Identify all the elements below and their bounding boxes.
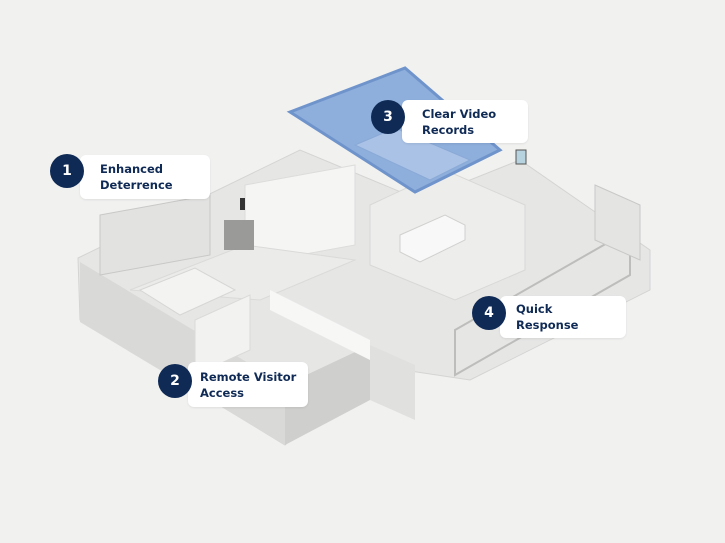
garage-car xyxy=(353,127,472,181)
callout-label: Enhanced xyxy=(100,162,164,176)
control-panel xyxy=(515,149,527,165)
callout-number-badge: 4 xyxy=(472,296,506,330)
interior-wall xyxy=(270,290,370,360)
window-glass xyxy=(99,194,211,276)
callout-label: Quick Response xyxy=(516,302,579,332)
callout-card: Quick Response xyxy=(500,296,626,338)
interior-wall xyxy=(194,294,251,376)
callout-label: Clear Video xyxy=(422,106,497,121)
doorbell-camera xyxy=(240,198,245,210)
callout-label: Access xyxy=(200,385,245,400)
sofa xyxy=(399,214,466,263)
callout-number-badge: 1 xyxy=(50,154,84,188)
callout-label: Records xyxy=(422,122,475,137)
window-glass xyxy=(454,228,631,377)
callout-number-badge: 2 xyxy=(158,364,192,398)
bed xyxy=(138,267,237,316)
callout-number-badge: 3 xyxy=(371,100,405,134)
window-glass xyxy=(594,184,641,261)
front-wall-mid xyxy=(370,345,415,420)
front-wall-right xyxy=(285,345,370,445)
callout-quick-response[interactable]: 4 Quick Response xyxy=(472,296,626,338)
safe xyxy=(224,220,254,250)
callout-label: Deterrence xyxy=(100,178,173,192)
callout-label: Remote Visitor xyxy=(200,369,297,384)
